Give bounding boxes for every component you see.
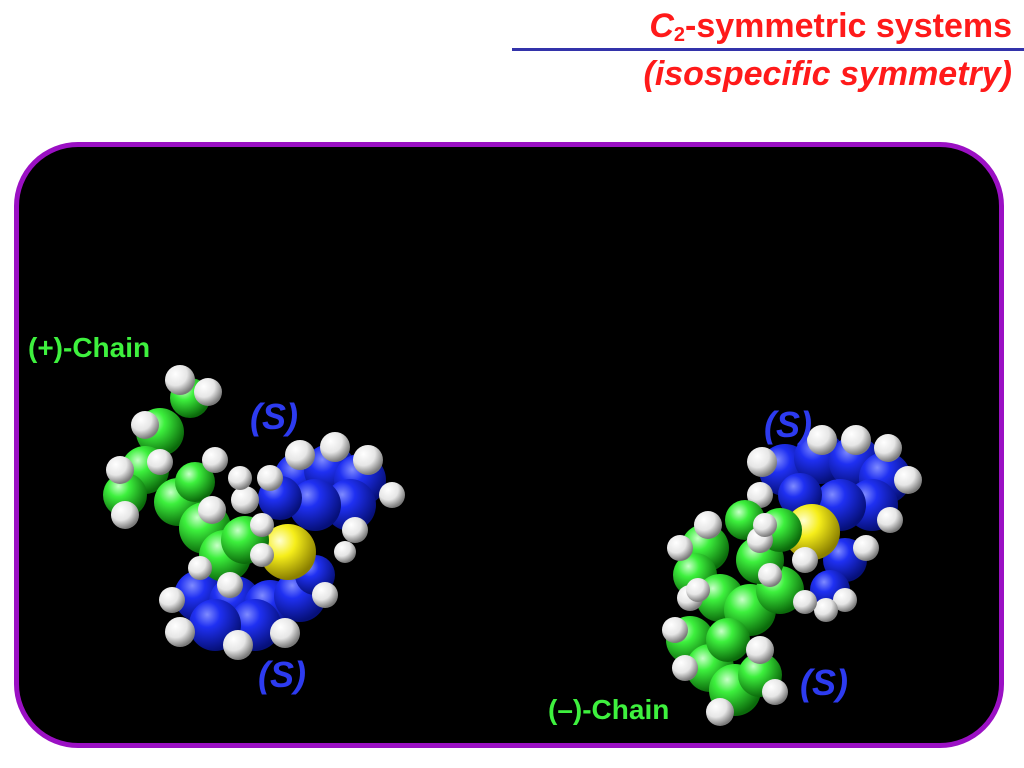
hydrogen-atom: [223, 630, 253, 660]
hydrogen-atom: [894, 466, 922, 494]
hydrogen-atom: [198, 496, 226, 524]
hydrogen-atom: [853, 535, 879, 561]
right-molecule-icon: [662, 425, 922, 726]
minus-chain-label: (–)-Chain: [548, 694, 670, 725]
hydrogen-atom: [188, 556, 212, 580]
title-underline: [512, 48, 1024, 51]
hydrogen-atom: [257, 465, 283, 491]
hydrogen-atom: [250, 513, 274, 537]
hydrogen-atom: [147, 449, 173, 475]
hydrogen-atom: [706, 698, 734, 726]
slide-subtitle: (isospecific symmetry): [643, 55, 1013, 93]
hydrogen-atom: [667, 535, 693, 561]
title-symbol: C: [649, 7, 674, 45]
hydrogen-atom: [159, 587, 185, 613]
stereo-label-left-top: (S): [250, 396, 298, 437]
hydrogen-atom: [165, 617, 195, 647]
hydrogen-atom: [165, 365, 195, 395]
plus-chain-label: (+)-Chain: [28, 332, 151, 363]
hydrogen-atom: [217, 572, 243, 598]
hydrogen-atom: [686, 578, 710, 602]
carbon-atom: [103, 473, 147, 517]
hydrogen-atom: [379, 482, 405, 508]
hydrogen-atom: [342, 517, 368, 543]
slide-title: C2-symmetric systems: [649, 4, 1012, 57]
hydrogen-atom: [228, 466, 252, 490]
hydrogen-atom: [807, 425, 837, 455]
hydrogen-atom: [312, 582, 338, 608]
hydrogen-atom: [111, 501, 139, 529]
stereo-label-right-bottom: (S): [800, 662, 848, 703]
carbon-atom: [175, 462, 215, 502]
hydrogen-atom: [762, 679, 788, 705]
hydrogen-atom: [793, 590, 817, 614]
title-rest: -symmetric systems: [685, 7, 1012, 45]
hydrogen-atom: [353, 445, 383, 475]
hydrogen-atom: [694, 511, 722, 539]
carbon-atom: [706, 618, 750, 662]
stereo-label-left-bottom: (S): [258, 654, 306, 695]
hydrogen-atom: [841, 425, 871, 455]
nitrogen-atom: [289, 479, 341, 531]
hydrogen-atom: [334, 541, 356, 563]
hydrogen-atom: [194, 378, 222, 406]
hydrogen-atom: [672, 655, 698, 681]
hydrogen-atom: [814, 598, 838, 622]
hydrogen-atom: [662, 617, 688, 643]
hydrogen-atom: [320, 432, 350, 462]
hydrogen-atom: [285, 440, 315, 470]
stereo-label-right-top: (S): [764, 404, 812, 445]
hydrogen-atom: [758, 563, 782, 587]
hydrogen-atom: [202, 447, 228, 473]
hydrogen-atom: [270, 618, 300, 648]
hydrogen-atom: [131, 411, 159, 439]
hydrogen-atom: [877, 507, 903, 533]
hydrogen-atom: [833, 588, 857, 612]
hydrogen-atom: [231, 486, 259, 514]
hydrogen-atom: [747, 482, 773, 508]
left-molecule-icon: [103, 365, 405, 660]
title-line-1: C2-symmetric systems: [649, 4, 1012, 57]
metal-atom: [260, 524, 316, 580]
hydrogen-atom: [792, 547, 818, 573]
hydrogen-atom: [106, 456, 134, 484]
hydrogen-atom: [747, 447, 777, 477]
hydrogen-atom: [753, 513, 777, 537]
hydrogen-atom: [746, 636, 774, 664]
hydrogen-atom: [874, 434, 902, 462]
hydrogen-atom: [250, 543, 274, 567]
title-subscript: 2: [673, 24, 686, 46]
